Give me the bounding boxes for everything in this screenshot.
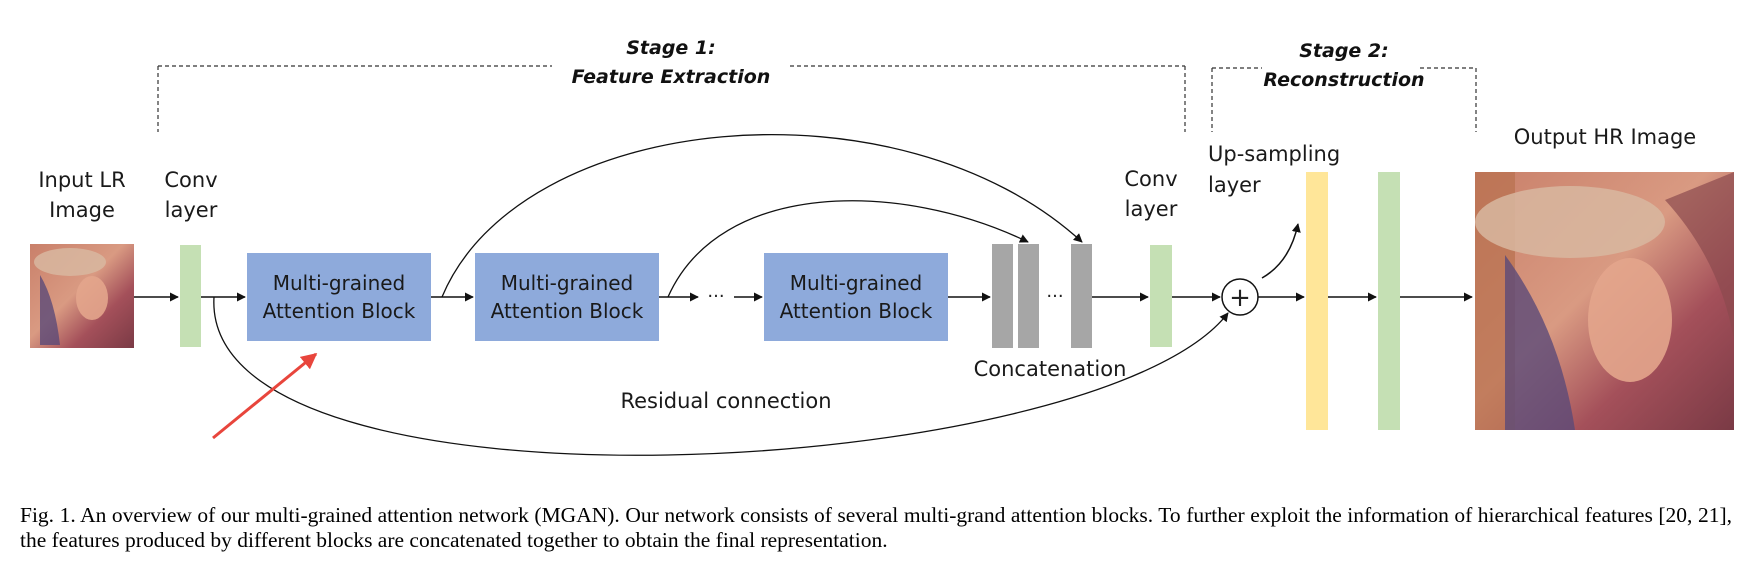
attention-block-2-line1: Multi-grained xyxy=(501,271,634,295)
attention-block-1: Multi-grained Attention Block xyxy=(247,253,431,341)
conv-layer-1 xyxy=(180,245,201,347)
attention-block-2-line2: Attention Block xyxy=(491,299,644,323)
residual-connection-label: Residual connection xyxy=(620,389,831,413)
conv1-label-line1: Conv xyxy=(164,168,217,192)
attention-block-n: Multi-grained Attention Block xyxy=(764,253,948,341)
attention-block-n-line1: Multi-grained xyxy=(790,271,923,295)
input-label-line1: Input LR xyxy=(38,168,125,192)
attention-block-1-line1: Multi-grained xyxy=(273,271,406,295)
upsampling-label-line2: layer xyxy=(1208,173,1261,197)
concat-ellipsis: ··· xyxy=(1046,286,1063,307)
stage2-title-line1: Stage 2: xyxy=(1299,40,1389,62)
annotation-arrow xyxy=(212,352,318,440)
upsampling-layer xyxy=(1306,172,1328,430)
concatenation-label: Concatenation xyxy=(974,357,1127,381)
stage1-title-line1: Stage 1: xyxy=(626,37,716,59)
figure-caption: Fig. 1. An overview of our multi-grained… xyxy=(20,503,1732,552)
output-label: Output HR Image xyxy=(1514,125,1696,149)
stage1-title-line2: Feature Extraction xyxy=(572,66,771,88)
output-hr-image xyxy=(1475,172,1734,430)
input-lr-image xyxy=(30,244,134,348)
attention-block-n-line2: Attention Block xyxy=(780,299,933,323)
conv2-label-line2: layer xyxy=(1125,197,1178,221)
concatenation-bars xyxy=(992,244,1092,348)
attention-block-1-line2: Attention Block xyxy=(263,299,416,323)
conv2-label-line1: Conv xyxy=(1124,167,1177,191)
stage1-bracket xyxy=(157,65,1186,132)
input-label-line2: Image xyxy=(49,198,115,222)
conv1-label-line2: layer xyxy=(165,198,218,222)
conv-layer-2 xyxy=(1150,245,1172,347)
reconstruction-conv-layer xyxy=(1378,172,1400,430)
upsampling-label-line1: Up-sampling xyxy=(1208,142,1340,166)
blocks-ellipsis: ··· xyxy=(707,286,724,307)
skip-connections xyxy=(441,134,1083,298)
stage2-title-line2: Reconstruction xyxy=(1263,69,1424,91)
sum-node-symbol: + xyxy=(1229,283,1251,313)
stage2-bracket xyxy=(1211,67,1477,132)
residual-connection-line xyxy=(213,296,1229,456)
flow-arrows xyxy=(134,223,1473,302)
attention-block-2: Multi-grained Attention Block xyxy=(475,253,659,341)
